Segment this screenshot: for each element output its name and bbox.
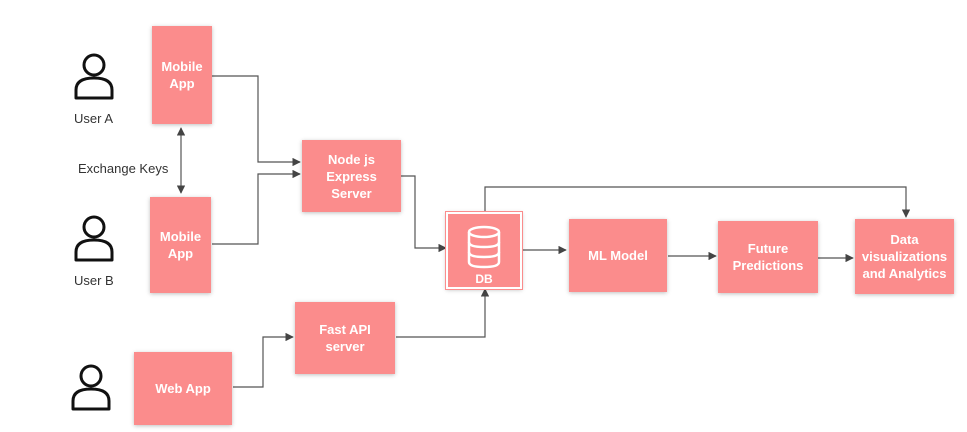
- mobile-app-a-box: Mobile App: [152, 26, 212, 124]
- web-app-box: Web App: [134, 352, 232, 425]
- user-b-person-icon: [74, 215, 114, 262]
- db-label: DB: [475, 272, 493, 286]
- ml-model-box: ML Model: [569, 219, 667, 292]
- mobile-app-b-box: Mobile App: [150, 197, 211, 293]
- node-express-server-box: Node js Express Server: [302, 140, 401, 212]
- edge-mobile-b-to-node: [212, 169, 301, 245]
- web-user-person-icon: [71, 364, 111, 411]
- edge-fastapi-to-db: [396, 288, 490, 338]
- data-visualizations-box: Data visualizations and Analytics: [855, 219, 954, 294]
- user-b-label: User B: [74, 273, 114, 288]
- user-a-label: User A: [74, 111, 114, 126]
- database-icon: [467, 225, 501, 269]
- db-box: DB: [445, 211, 523, 290]
- future-predictions-box: Future Predictions: [718, 221, 818, 293]
- user-a-person-icon: [74, 53, 114, 100]
- fast-api-server-box: Fast API server: [295, 302, 395, 374]
- exchange-keys-label: Exchange Keys: [78, 161, 169, 176]
- edge-mobile-a-to-node: [212, 75, 301, 167]
- edge-db-to-dataviz: [484, 186, 911, 218]
- edge-webapp-to-fastapi: [233, 332, 294, 388]
- edge-node-to-db: [401, 175, 447, 253]
